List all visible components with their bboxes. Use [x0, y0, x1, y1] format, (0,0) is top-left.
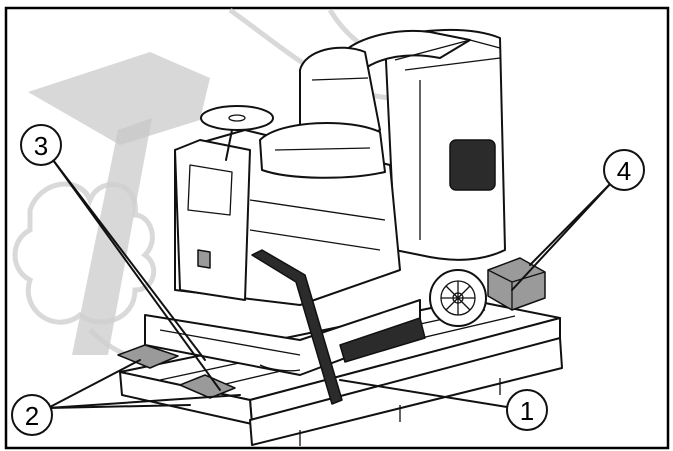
- leader-2c: [47, 404, 191, 409]
- callout-4: 4: [603, 149, 645, 191]
- rear-wheel: [429, 269, 487, 327]
- recovery-tank: [339, 28, 506, 261]
- leader-3b: [52, 159, 221, 391]
- leader-1: [339, 379, 508, 408]
- callout-3: 3: [20, 124, 62, 166]
- callout-4-label: 4: [617, 156, 631, 186]
- callout-3-label: 3: [34, 131, 48, 161]
- leader-lines: [47, 159, 613, 409]
- callout-2-label: 2: [25, 401, 39, 431]
- callout-2: 2: [11, 394, 53, 436]
- leader-4b: [511, 181, 613, 291]
- steering-wheel: [200, 105, 274, 161]
- front-wheel-blocks: [117, 344, 236, 399]
- callout-1: 1: [506, 389, 548, 431]
- tie-down-strap: [251, 249, 343, 405]
- operator-seat: [259, 46, 386, 179]
- leader-2b: [47, 394, 241, 409]
- callout-1-label: 1: [520, 396, 534, 426]
- leader-2a: [47, 359, 141, 409]
- frame-border: [4, 6, 670, 450]
